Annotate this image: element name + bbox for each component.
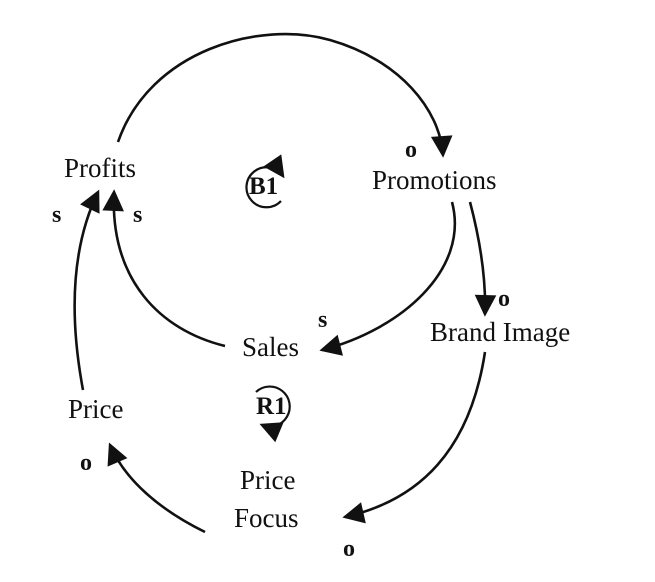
edge-promotions-sales xyxy=(319,201,457,356)
node-price: Price xyxy=(68,394,123,424)
edge-price-focus-price xyxy=(107,442,206,534)
edge-brand-image-price-focus xyxy=(342,351,487,524)
node-sales: Sales xyxy=(242,332,299,362)
edge-price-profits xyxy=(73,189,100,391)
polarity-price-profits: s xyxy=(52,202,61,228)
node-brand-image: Brand Image xyxy=(430,317,570,347)
loop-b1: B1 xyxy=(245,154,285,209)
node-profits: Profits xyxy=(64,153,136,183)
polarity-promotions-brand-image: o xyxy=(498,286,510,312)
polarity-brand-image-price-focus: o xyxy=(343,536,355,562)
node-promotions: Promotions xyxy=(372,165,497,195)
loop-r1-arrow-icon xyxy=(255,385,291,443)
polarity-sales-profits: s xyxy=(133,202,142,228)
loop-b1-label: B1 xyxy=(249,173,278,200)
node-price-focus-line2: Focus xyxy=(234,503,299,533)
edge-promotions-brand-image xyxy=(468,201,497,317)
loop-r1: R1 xyxy=(255,385,291,443)
polarity-promotions-sales: s xyxy=(318,307,327,333)
edge-sales-profits xyxy=(102,189,226,348)
polarity-price-focus-price: o xyxy=(80,450,92,476)
loop-r1-label: R1 xyxy=(256,393,287,420)
polarity-profits-promotions: o xyxy=(405,137,417,163)
edge-profits-promotions xyxy=(116,32,453,158)
loop-b1-arrow-icon xyxy=(245,154,285,209)
node-price-focus-line1: Price xyxy=(240,465,295,495)
